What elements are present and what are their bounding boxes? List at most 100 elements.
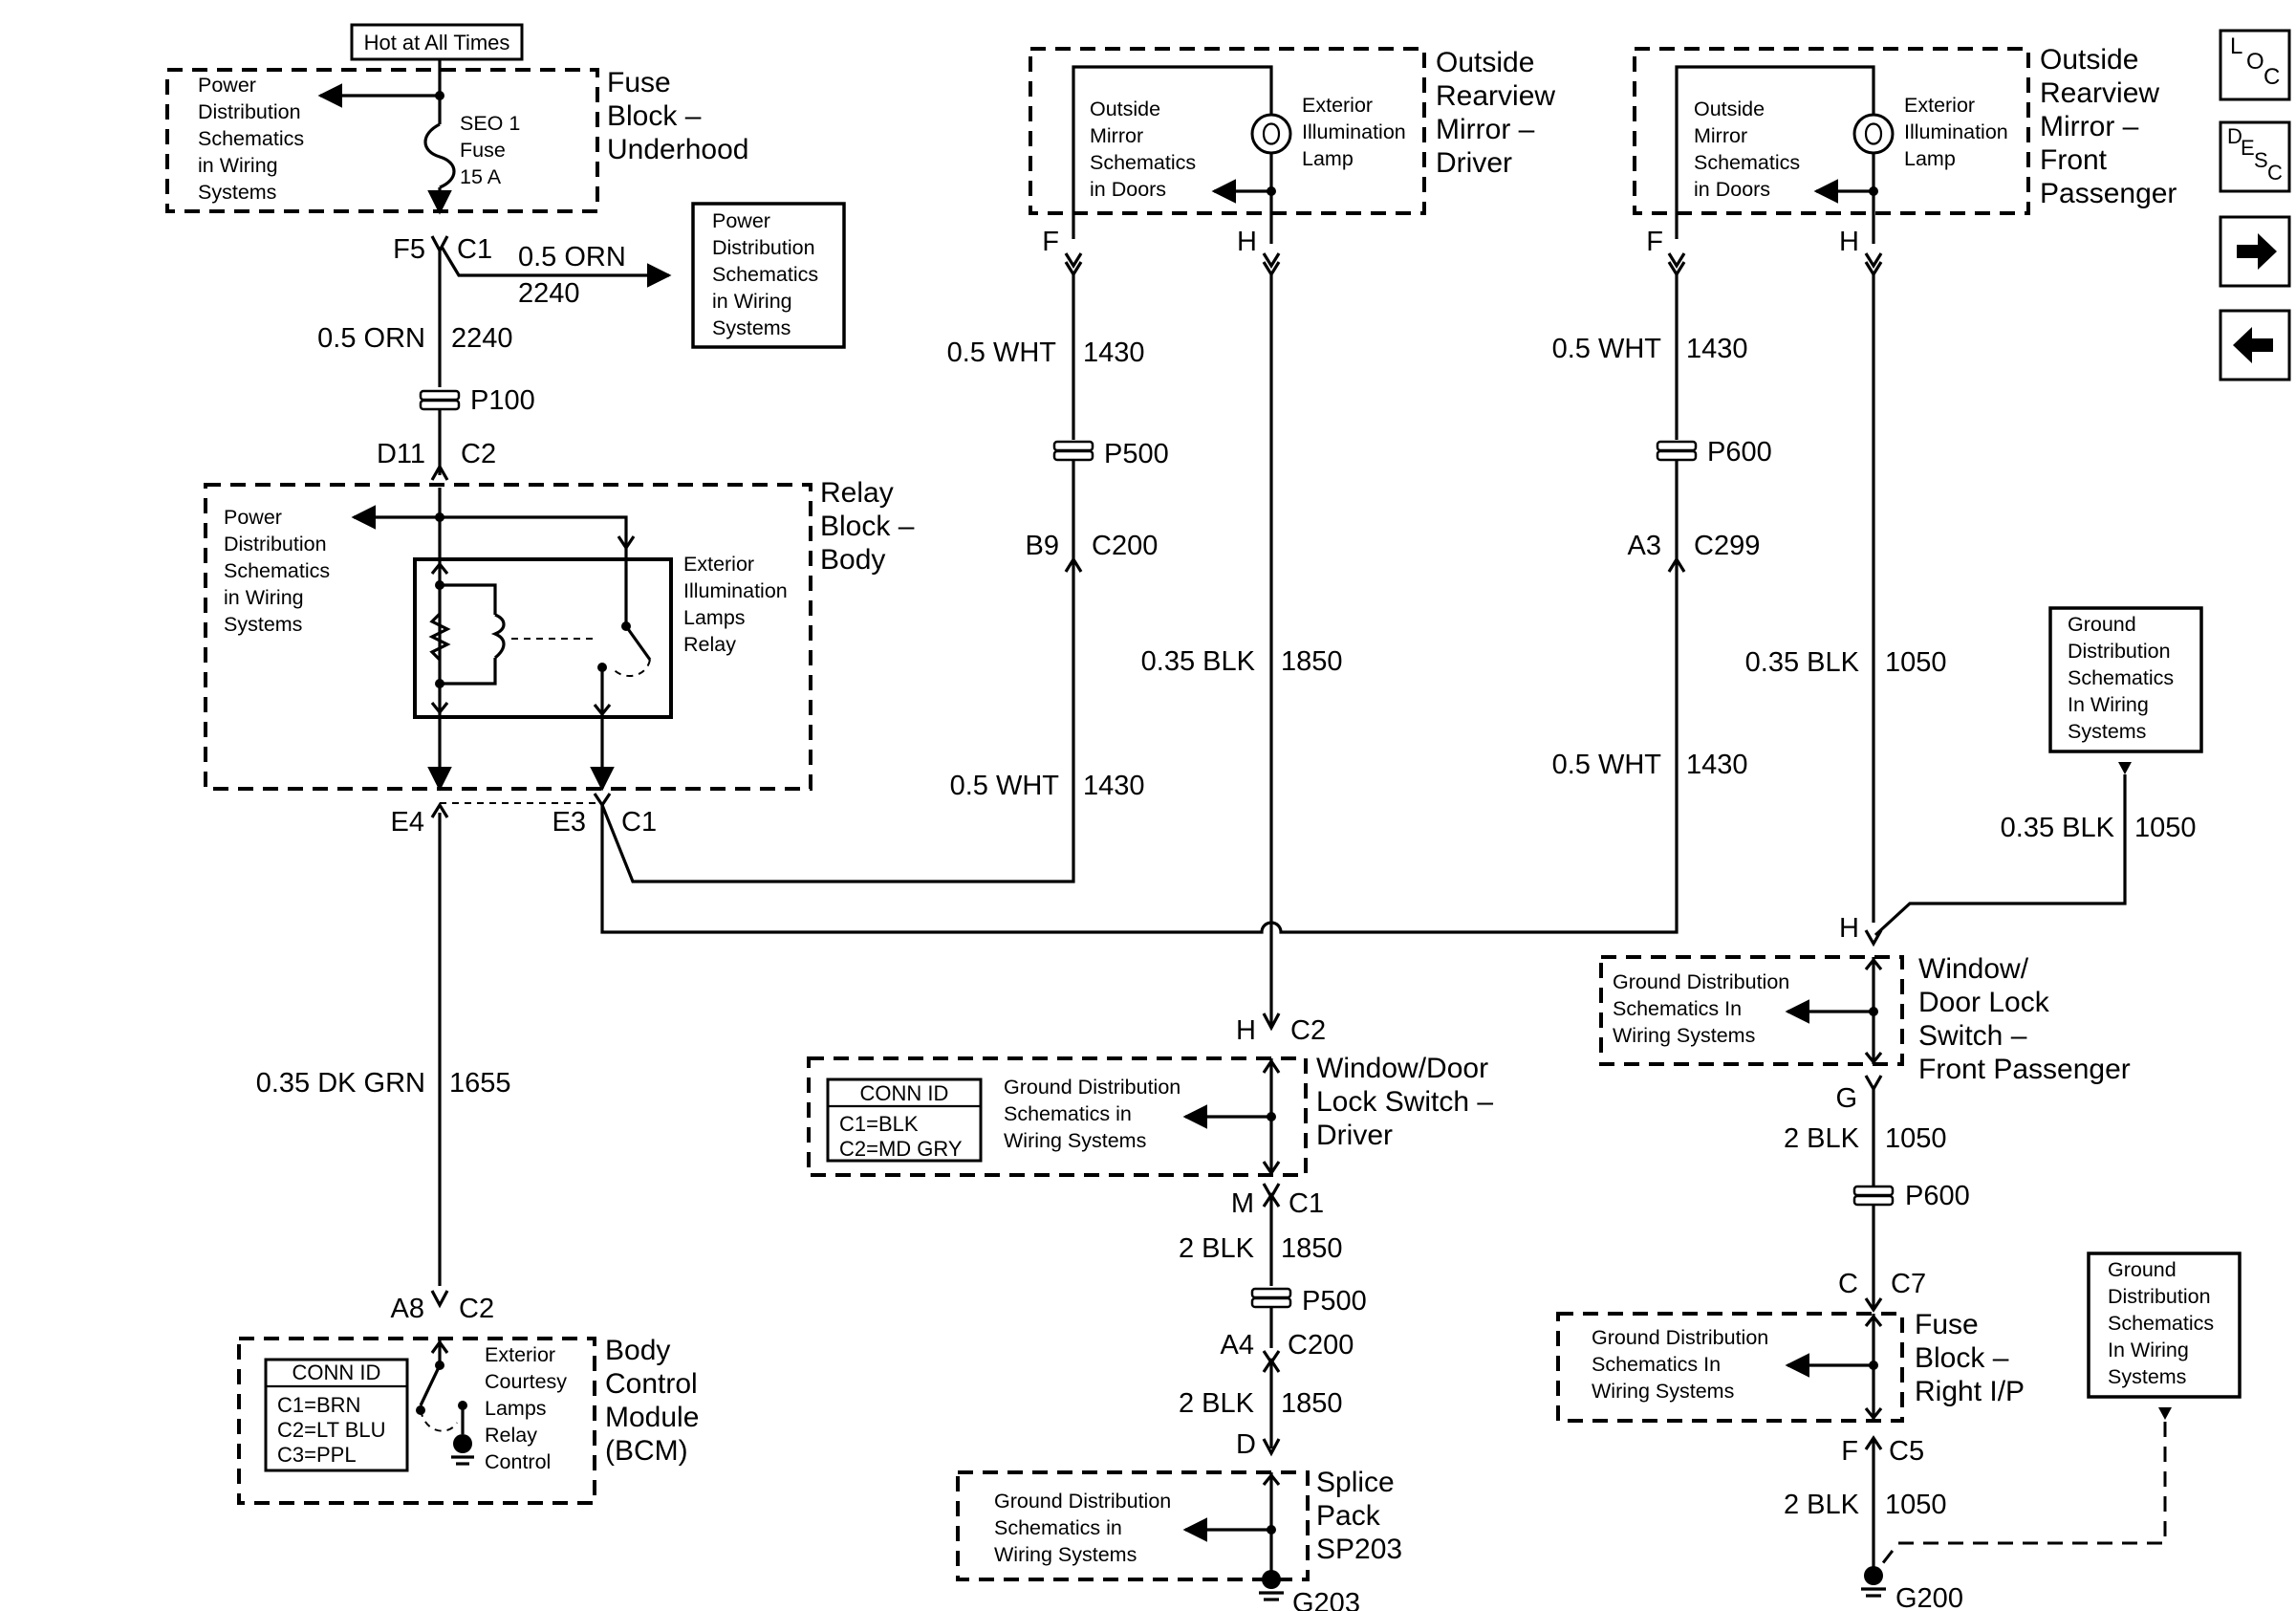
fuse-block-right-ip: Fuse Block – Right I/P Ground Distributi… [1556, 1309, 2025, 1423]
inline-connector-p100: P100 [419, 385, 535, 416]
wire-blk2-1050-b-label: 2 BLK [1784, 1490, 1860, 1520]
wire-wht-p-bot-circuit: 1430 [1686, 750, 1748, 780]
wire-dkgrn-circuit: 1655 [449, 1068, 511, 1099]
connector-mirror-d-f: F [1042, 227, 1059, 257]
inline-connector-p500-top: P500 [1052, 439, 1169, 469]
bcm-relay-label: Exterior Courtesy Lamps Relay Control [485, 1343, 573, 1473]
svg-text:P500: P500 [1104, 439, 1169, 469]
hot-at-all-times-label: Hot at All Times [350, 23, 524, 61]
wire-orn-out-circuit: 2240 [518, 278, 580, 309]
connector-c-ip: C [1838, 1269, 1858, 1299]
mirror-driver-title: Outside Rearview Mirror – Driver [1436, 47, 1563, 179]
connector-c2-switch-d: C2 [1290, 1015, 1326, 1046]
connector-c7: C7 [1891, 1269, 1926, 1299]
connector-mirror-p-h: H [1839, 227, 1859, 257]
fuse-seo1-label: SEO 1 Fuse 15 A [460, 112, 526, 188]
connector-c2-relay: C2 [461, 439, 496, 469]
pd-ref-box-top: Power Distribution Schematics in Wiring … [691, 202, 846, 349]
inline-connector-p500-bottom: P500 [1250, 1286, 1367, 1317]
resistor-icon [428, 612, 451, 662]
svg-text:Hot at All Times: Hot at All Times [364, 31, 510, 54]
wire-blk-p-circuit: 1050 [1885, 647, 1947, 678]
wire-blk-1050-ground [1874, 774, 2127, 937]
wire-blk2-1850-b-circuit: 1850 [1281, 1388, 1343, 1419]
bcm-conn-id-table [264, 1358, 409, 1472]
switch-driver-ref: Ground Distribution Schematics in Wiring… [1004, 1076, 1186, 1152]
loc-icon: L O C [2230, 33, 2280, 90]
connector-m: M [1231, 1188, 1254, 1219]
relay-block-body: Relay Block – Body Power Distribution Sc… [204, 477, 915, 792]
svg-text:Power Distribution: Power Distribution Schematics in Wiring … [712, 209, 824, 339]
fuse-block-underhood: Fuse Block – Underhood Power Distributio… [165, 59, 748, 215]
wire-blk-d-label: 0.35 BLK [1141, 646, 1256, 677]
svg-text:P600: P600 [1707, 437, 1772, 468]
mirror-passenger-title: Outside Rearview Mirror – Front Passenge… [2040, 44, 2177, 209]
ground-icon [453, 1434, 472, 1453]
outside-mirror-passenger: Outside Rearview Mirror – Front Passenge… [1633, 44, 2177, 278]
ground-g203: G203 [1259, 1570, 1360, 1611]
wire-wht-p-bot-label: 0.5 WHT [1552, 750, 1662, 780]
wire-blk2-1050-a-circuit: 1050 [1885, 1123, 1947, 1154]
mirror-driver-ref: Outside Mirror Schematics in Doors [1090, 98, 1202, 201]
arrow-left-icon [2233, 327, 2273, 363]
wire-orn-out-label: 0.5 ORN [518, 242, 626, 272]
connector-c200-top: C200 [1092, 531, 1158, 561]
svg-text:P500: P500 [1302, 1286, 1367, 1317]
ground-icon [1262, 1570, 1281, 1589]
connector-h-switch-d: H [1236, 1015, 1256, 1046]
switch-driver-conn-id-table [826, 1078, 983, 1163]
svg-text:CONN ID: CONN ID [292, 1361, 381, 1384]
window-door-lock-switch-driver: Window/Door Lock Switch – Driver CONN ID… [807, 1053, 1493, 1177]
wire-wht-1430-driver [600, 559, 1075, 883]
next-page-button[interactable] [2219, 215, 2291, 288]
lamp-icon [1852, 113, 1895, 155]
connector-d-splice: D [1236, 1429, 1256, 1460]
arrow-right-icon [2237, 233, 2277, 270]
window-door-lock-switch-passenger: Window/ Door Lock Switch – Front Passeng… [1599, 953, 2131, 1085]
connector-b9: B9 [1026, 531, 1059, 561]
connector-c1-switch-d: C1 [1289, 1188, 1324, 1219]
wire-orn-main-circuit: 2240 [451, 323, 513, 354]
body-control-module: Body Control Module (BCM) CONN ID C1=BRN… [237, 1335, 707, 1505]
connector-c5: C5 [1889, 1436, 1924, 1467]
previous-page-button[interactable] [2219, 309, 2291, 381]
desc-button[interactable]: D E S C [2219, 120, 2291, 193]
wire-wht-d-bot-label: 0.5 WHT [950, 771, 1060, 801]
splice-pack-ref: Ground Distribution Schematics in Wiring… [994, 1490, 1177, 1566]
relay-label: Exterior Illumination Lamps Relay [683, 553, 793, 656]
connector-c299: C299 [1694, 531, 1760, 561]
splice-pack-title: Splice Pack SP203 [1316, 1467, 1402, 1565]
wire-orn-main-label: 0.5 ORN [317, 323, 425, 354]
connector-f5: F5 [393, 234, 425, 265]
wire-blk-d-circuit: 1850 [1281, 646, 1343, 677]
ground-g200: G200 [1861, 1566, 1963, 1611]
wire-wht-d-top-circuit: 1430 [1083, 337, 1145, 368]
inline-connector-p600-top: P600 [1656, 437, 1772, 468]
fuse-block-underhood-title: Fuse Block – Underhood [607, 67, 748, 165]
svg-text:Ground Distribution: Ground Distribution Schematics In Wiring… [2108, 1258, 2220, 1388]
mirror-driver-lamp-label: Exterior Illumination Lamp [1302, 94, 1412, 170]
wire-blk2-1050-a-label: 2 BLK [1784, 1123, 1860, 1154]
connector-mirror-p-f: F [1646, 227, 1663, 257]
wire-blk-gnd-circuit: 1050 [2134, 813, 2197, 843]
wire-blk2-1850-a-circuit: 1850 [1281, 1233, 1343, 1264]
inline-connector-p600-bottom: P600 [1852, 1181, 1970, 1211]
wire-dkgrn-label: 0.35 DK GRN [256, 1068, 425, 1099]
mirror-passenger-ref: Outside Mirror Schematics in Doors [1694, 98, 1806, 201]
connector-e4: E4 [391, 807, 424, 838]
connector-mirror-d-h: H [1237, 227, 1257, 257]
svg-text:C1=BLK C2=MD GRY: C1=BLK C2=MD GRY [839, 1112, 963, 1161]
ground-icon [1864, 1566, 1883, 1585]
switch-passenger-title: Window/ Door Lock Switch – Front Passeng… [1918, 953, 2131, 1085]
loc-button[interactable]: L O C [2219, 29, 2291, 101]
splice-pack-sp203: Splice Pack SP203 Ground Distribution Sc… [956, 1467, 1402, 1581]
connector-e3: E3 [552, 807, 586, 838]
svg-text:CONN ID: CONN ID [860, 1081, 949, 1105]
fuse-block-pd-ref: Power Distribution Schematics in Wiring … [198, 74, 310, 204]
mirror-passenger-lamp-label: Exterior Illumination Lamp [1904, 94, 2014, 170]
connector-c2-bcm: C2 [459, 1294, 494, 1324]
connector-f-ip: F [1841, 1436, 1858, 1467]
connector-symbol [430, 235, 449, 254]
bcm-title: Body Control Module (BCM) [605, 1335, 707, 1467]
connector-d11: D11 [377, 439, 425, 469]
